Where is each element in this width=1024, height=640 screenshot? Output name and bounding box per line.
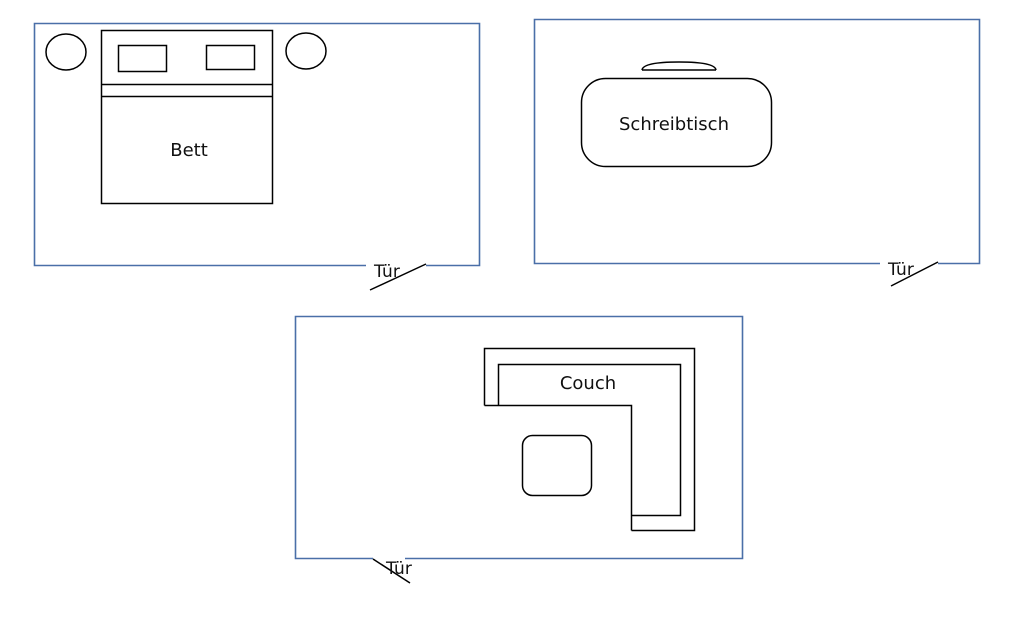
nightstand-right	[285, 32, 327, 70]
door-label: Tür	[887, 260, 914, 280]
door-swing-line	[369, 263, 427, 291]
couch-outer	[483, 347, 696, 532]
nightstand-left	[45, 33, 87, 71]
bed-label: Bett	[170, 140, 208, 161]
door-swing-line	[372, 558, 411, 584]
bed-frame	[100, 29, 274, 205]
room-living-walls	[294, 315, 744, 560]
room-study: Schreibtisch Tür	[533, 18, 981, 287]
room-living-door: Tür	[372, 558, 412, 584]
bed: Bett	[100, 29, 274, 205]
coffee-table	[521, 434, 593, 497]
room-study-door: Tür	[887, 260, 939, 287]
desk-surface	[580, 77, 773, 168]
door-label: Tür	[373, 262, 400, 282]
room-bedroom-walls	[33, 22, 481, 267]
door-swing-line	[890, 261, 939, 287]
room-living: Couch Tür	[294, 315, 744, 584]
desk-chair-arc	[641, 61, 717, 71]
room-study-walls	[533, 18, 981, 265]
couch-seat-edge	[484, 404, 633, 531]
couch: Couch	[483, 347, 696, 532]
pillow-right	[205, 44, 256, 71]
room-bedroom: Bett Tür	[33, 22, 481, 291]
couch-label: Couch	[560, 373, 616, 394]
desk: Schreibtisch	[580, 61, 773, 168]
room-bedroom-door: Tür	[369, 262, 427, 291]
door-label: Tür	[385, 559, 412, 579]
desk-label: Schreibtisch	[619, 114, 729, 135]
pillow-left	[117, 44, 168, 73]
couch-inner	[497, 363, 682, 517]
